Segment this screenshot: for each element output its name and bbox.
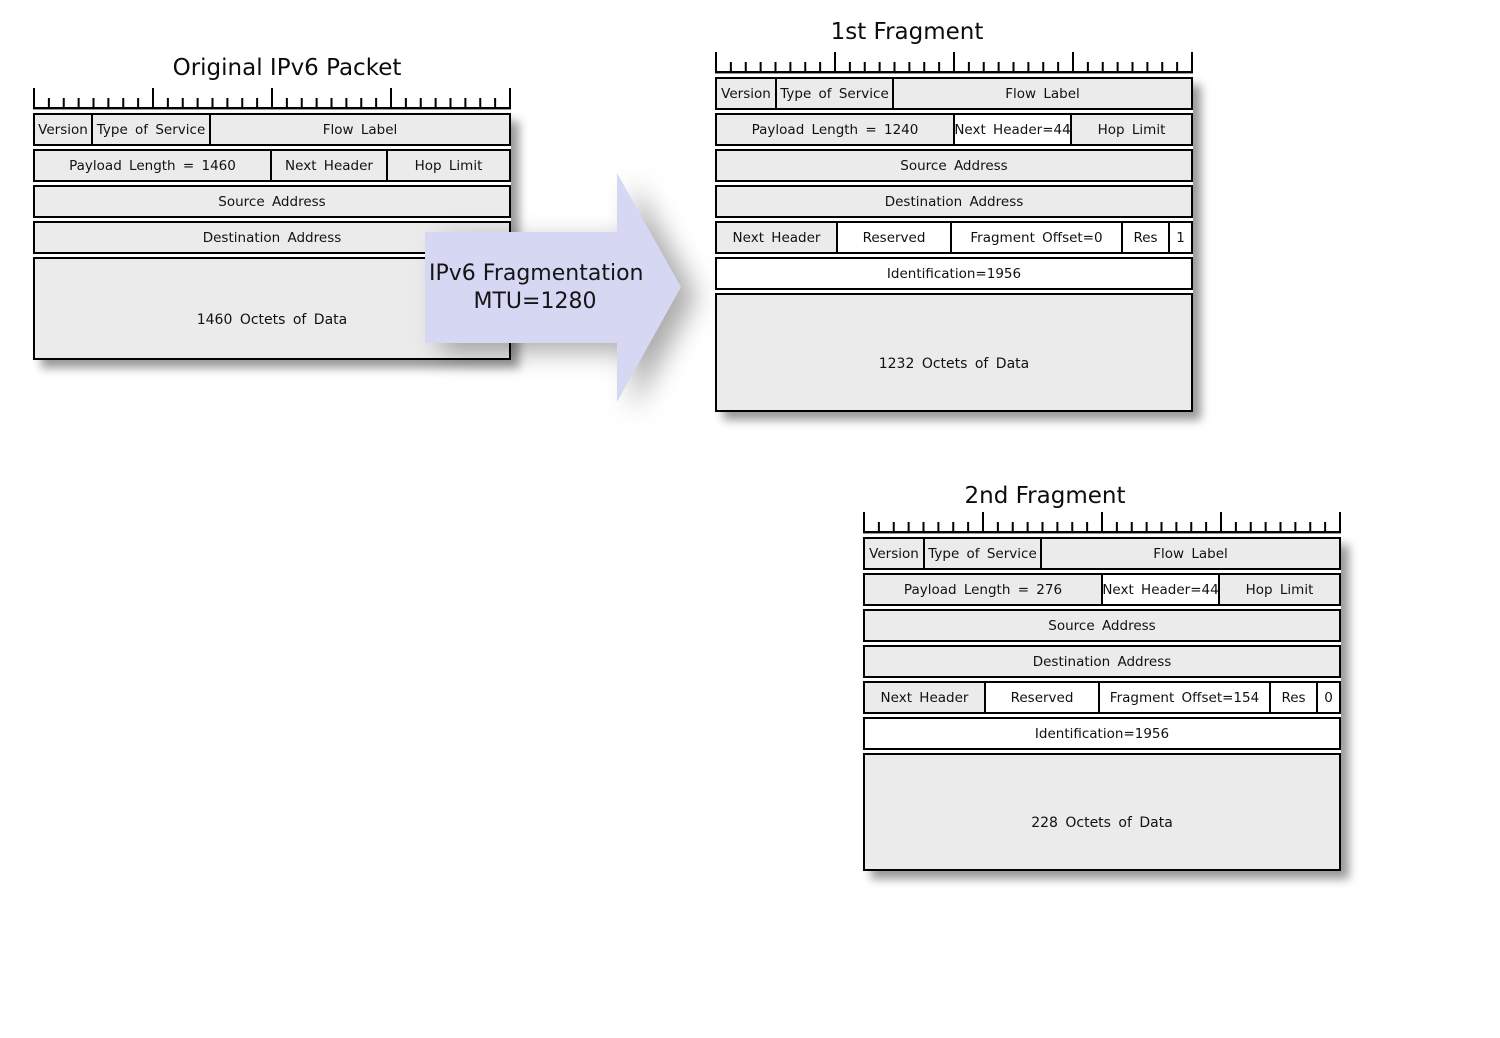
- reserved-cell: Reserved: [983, 681, 1101, 714]
- res-cell: Res: [1268, 681, 1319, 714]
- arrow-label-line2: MTU=1280: [473, 289, 597, 314]
- arrow-label: IPv6 Fragmentation MTU=1280: [429, 260, 644, 316]
- payload-length-cell: Payload Length = 1240: [715, 113, 955, 146]
- hop-limit-cell: Hop Limit: [1070, 113, 1193, 146]
- identification-row: Identification=1956: [715, 257, 1193, 290]
- identification-cell: Identification=1956: [863, 717, 1341, 750]
- header-row-2: Payload Length = 276 Next Header=44 Hop …: [863, 573, 1341, 606]
- destination-address-row: Destination Address: [715, 185, 1193, 218]
- m-flag-cell: 1: [1168, 221, 1193, 254]
- next-header-cell: Next Header=44: [952, 113, 1073, 146]
- destination-address-cell: Destination Address: [715, 185, 1193, 218]
- payload-length-cell: Payload Length = 276: [863, 573, 1103, 606]
- data-row: 228 Octets of Data: [863, 753, 1341, 871]
- type-of-service-cell: Type of Service: [774, 77, 895, 110]
- diagram-title: 1st Fragment: [830, 19, 984, 45]
- version-cell: Version: [715, 77, 777, 110]
- right-arrow-shape: [425, 173, 681, 402]
- flow-label-cell: Flow Label: [892, 77, 1193, 110]
- packet-table: Version Type of Service Flow Label Paylo…: [33, 113, 511, 360]
- first-fragment-diagram: 1st Fragment Version Type of Service Flo…: [715, 20, 1193, 412]
- next-header-cell: Next Header: [269, 149, 389, 182]
- next-header-cell: Next Header: [715, 221, 838, 254]
- version-cell: Version: [33, 113, 93, 146]
- fragment-offset-cell: Fragment Offset=0: [950, 221, 1123, 254]
- original-ipv6-packet-diagram: Original IPv6 Packet Version Type of Ser…: [33, 56, 511, 360]
- data-cell: 1232 Octets of Data: [715, 293, 1193, 412]
- res-cell: Res: [1120, 221, 1171, 254]
- bit-ruler: [863, 512, 1341, 534]
- data-cell: 228 Octets of Data: [863, 753, 1341, 871]
- bit-ruler: [33, 88, 511, 110]
- packet-table: Version Type of Service Flow Label Paylo…: [715, 77, 1193, 412]
- packet-table: Version Type of Service Flow Label Paylo…: [863, 537, 1341, 871]
- m-flag-cell: 0: [1316, 681, 1341, 714]
- diagram-title: Original IPv6 Packet: [172, 55, 402, 81]
- second-fragment-diagram: 2nd Fragment Version Type of Service Flo…: [863, 484, 1341, 871]
- source-address-row: Source Address: [715, 149, 1193, 182]
- destination-address-cell: Destination Address: [863, 645, 1341, 678]
- type-of-service-cell: Type of Service: [90, 113, 212, 146]
- flow-label-cell: Flow Label: [209, 113, 511, 146]
- header-row-2: Payload Length = 1240 Next Header=44 Hop…: [715, 113, 1193, 146]
- next-header-cell: Next Header: [863, 681, 986, 714]
- diagram-title: 2nd Fragment: [964, 483, 1126, 509]
- header-row-1: Version Type of Service Flow Label: [863, 537, 1341, 570]
- type-of-service-cell: Type of Service: [922, 537, 1043, 570]
- fragmentation-arrow: IPv6 Fragmentation MTU=1280: [425, 173, 683, 402]
- header-row-1: Version Type of Service Flow Label: [33, 113, 511, 146]
- fragment-header-row: Next Header Reserved Fragment Offset=0 R…: [715, 221, 1193, 254]
- identification-row: Identification=1956: [863, 717, 1341, 750]
- hop-limit-cell: Hop Limit: [1218, 573, 1341, 606]
- fragment-header-row: Next Header Reserved Fragment Offset=154…: [863, 681, 1341, 714]
- source-address-row: Source Address: [863, 609, 1341, 642]
- destination-address-row: Destination Address: [863, 645, 1341, 678]
- source-address-row: Source Address: [33, 185, 511, 218]
- hop-limit-cell: Hop Limit: [386, 149, 511, 182]
- arrow-label-line1: IPv6 Fragmentation: [429, 261, 644, 286]
- reserved-cell: Reserved: [835, 221, 953, 254]
- header-row-1: Version Type of Service Flow Label: [715, 77, 1193, 110]
- data-row: 1232 Octets of Data: [715, 293, 1193, 412]
- next-header-cell: Next Header=44: [1100, 573, 1221, 606]
- payload-length-cell: Payload Length = 1460: [33, 149, 272, 182]
- source-address-cell: Source Address: [863, 609, 1341, 642]
- fragment-offset-cell: Fragment Offset=154: [1098, 681, 1271, 714]
- version-cell: Version: [863, 537, 925, 570]
- header-row-2: Payload Length = 1460 Next Header Hop Li…: [33, 149, 511, 182]
- identification-cell: Identification=1956: [715, 257, 1193, 290]
- source-address-cell: Source Address: [33, 185, 511, 218]
- source-address-cell: Source Address: [715, 149, 1193, 182]
- bit-ruler: [715, 52, 1193, 74]
- flow-label-cell: Flow Label: [1040, 537, 1341, 570]
